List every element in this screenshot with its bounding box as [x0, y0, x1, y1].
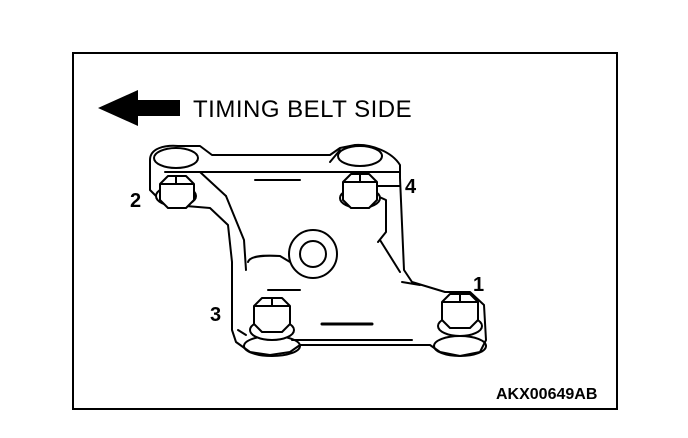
- figure-code: AKX00649AB: [496, 386, 598, 403]
- bracket-outline: [149, 143, 487, 357]
- bolt-number-1: 1: [473, 274, 485, 296]
- bolt-1: [437, 293, 483, 337]
- bolt-number-4: 4: [405, 176, 417, 198]
- bolt-4: [339, 173, 381, 209]
- arrow-left-icon: [98, 90, 180, 126]
- figure-frame: [72, 52, 618, 410]
- bolt-number-2: 2: [130, 190, 142, 212]
- bolt-number-3: 3: [210, 304, 222, 326]
- bolt-3: [249, 297, 295, 341]
- direction-label: TIMING BELT SIDE: [193, 96, 413, 123]
- center-boss: [288, 229, 338, 279]
- bolt-2: [155, 175, 197, 209]
